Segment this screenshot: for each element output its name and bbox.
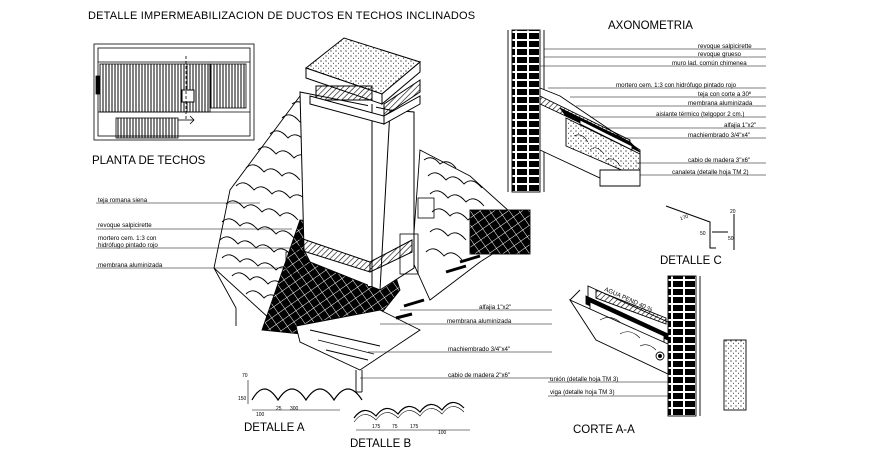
main-label-machiembrado: machiembrado 3/4"x4"	[448, 346, 511, 353]
axono-label-1: revoque salpicirette	[698, 43, 752, 50]
axono-label-8: alfajia 1"x2"	[724, 122, 757, 129]
dim-a-300: 300	[290, 406, 299, 412]
axono-label-7: aislante térmico (telgopor 2 cm.)	[656, 111, 745, 118]
main-label-revoque: revoque salpicirette	[98, 222, 152, 229]
detalle-b-heading: DETALLE B	[350, 438, 412, 450]
dim-c-50b: 50	[728, 236, 734, 242]
axono-label-3: muro lad. común chimenea	[672, 60, 747, 67]
dim-b-175b: 175	[410, 424, 419, 430]
axono-leaders	[540, 48, 766, 176]
axono-label-6: membrana aluminizada	[688, 100, 753, 107]
corte-heading: CORTE A-A	[573, 424, 635, 436]
axono-label-10: cabio de madera 3"x6"	[688, 157, 751, 164]
axono-label-11: canaleta (detalle hoja TM 2)	[672, 169, 749, 176]
main-leaders	[96, 202, 552, 379]
main-label-cabio: cabio de madera 2"x6"	[448, 372, 511, 379]
dim-b-75: 75	[392, 424, 398, 430]
detalle-b-profile	[353, 401, 470, 431]
axonometria-heading: AXONOMETRIA	[608, 20, 693, 32]
main-label-membrana-2: membrana aluminizada	[447, 318, 512, 325]
roof-plan	[93, 43, 255, 141]
dim-a-70: 70	[242, 373, 248, 379]
dim-a-25: 25	[276, 406, 282, 412]
planta-heading: PLANTA DE TECHOS	[92, 155, 206, 167]
dim-b-100: 100	[438, 430, 447, 436]
corte-leaders	[548, 381, 668, 397]
corte-label-union: unión (detalle hoja TM 3)	[550, 376, 619, 383]
detalle-c-heading: DETALLE C	[660, 255, 722, 267]
axono-label-4: mortero cem. 1:3 con hidrófugo pintado r…	[616, 82, 737, 89]
axono-label-9: machiembrado 3/4"x4"	[688, 132, 751, 139]
main-label-membrana: membrana aluminizada	[98, 262, 163, 269]
axono-section	[507, 29, 641, 193]
dim-b-175: 175	[372, 424, 381, 430]
corte-label-viga: viga (detalle hoja TM 3)	[550, 389, 615, 396]
detalle-c-profile	[665, 205, 735, 250]
main-label-mortero-1: mortero cem. 1:3 con	[98, 235, 157, 242]
roof-right-slope	[411, 149, 531, 301]
detalle-a-profile	[247, 380, 363, 411]
dim-a-100: 100	[256, 412, 265, 418]
main-label-mortero-2: hidrófugo pintado rojo	[98, 242, 158, 249]
main-label-teja: teja romana siena	[98, 197, 148, 204]
detalle-a-heading: DETALLE A	[244, 422, 305, 434]
dim-c-20: 20	[730, 209, 736, 215]
main-label-alfajia: alfajia 1"x2"	[479, 304, 512, 311]
drawing-title: DETALLE IMPERMEABILIZACION DE DUCTOS EN …	[88, 10, 476, 22]
dim-c-50: 50	[700, 231, 706, 237]
corte-aa	[568, 275, 747, 417]
axono-label-5: teja con corte a 30º	[698, 91, 752, 98]
dim-a-150: 150	[238, 396, 247, 402]
chimney	[285, 37, 435, 291]
axono-label-2: revoque grueso	[698, 51, 741, 58]
